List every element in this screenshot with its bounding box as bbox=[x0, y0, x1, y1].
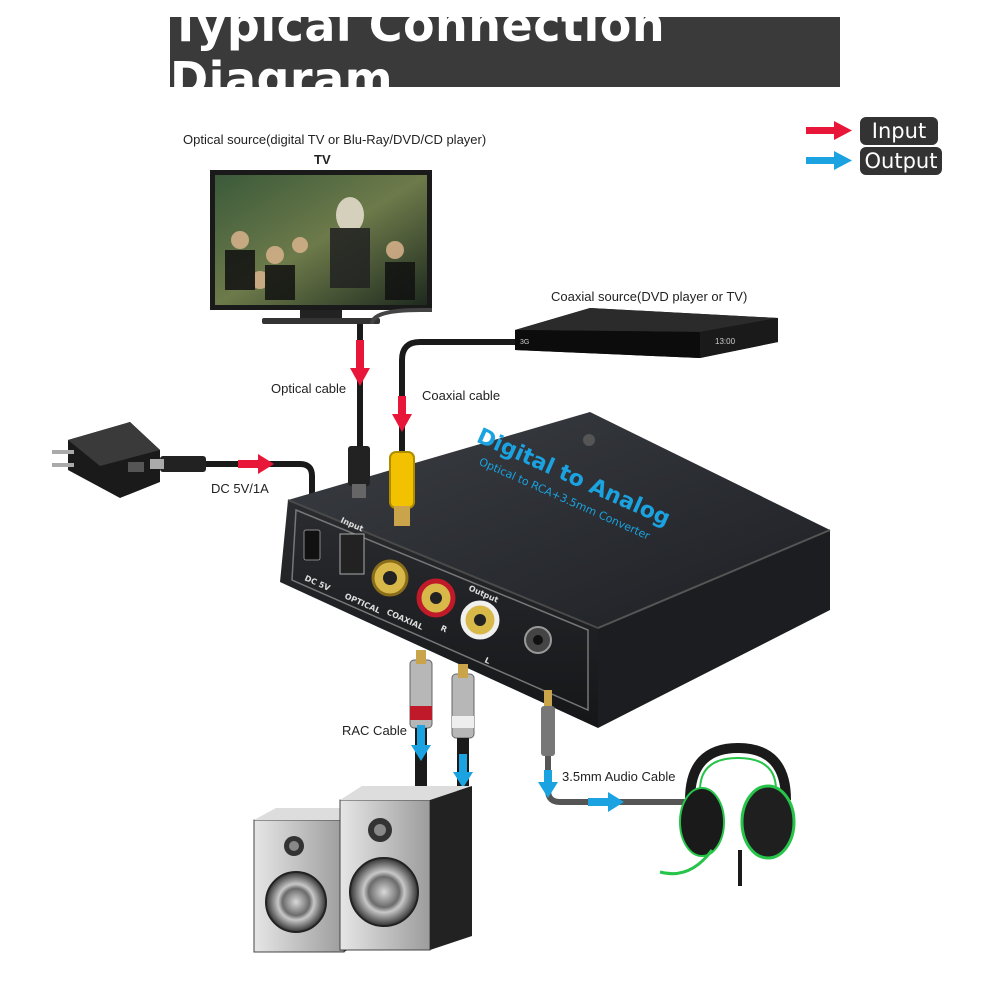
converter-device bbox=[280, 412, 831, 728]
port-label-l: L bbox=[483, 656, 491, 666]
legend-input-label: Input bbox=[860, 117, 938, 145]
speaker-right-icon bbox=[339, 786, 472, 951]
audio-cable-label: 3.5mm Audio Cable bbox=[562, 769, 676, 784]
tv-icon bbox=[210, 170, 432, 324]
legend-output-arrow bbox=[806, 151, 852, 170]
optical-port bbox=[339, 533, 365, 575]
dvd-logo: 3G bbox=[520, 339, 529, 346]
optical-cable-label: Optical cable bbox=[271, 381, 347, 396]
legend-output-label: Output bbox=[860, 147, 942, 175]
coaxial-cable bbox=[399, 339, 515, 455]
tv-label: TV bbox=[314, 152, 331, 167]
optical-input-arrow bbox=[350, 340, 370, 386]
audio-output-arrow-right bbox=[588, 792, 624, 812]
dvd-display: 13:00 bbox=[715, 337, 736, 346]
coaxial-cable-label: Coaxial cable bbox=[422, 388, 501, 403]
rac-output-arrow-right bbox=[453, 754, 473, 788]
coaxial-input-arrow bbox=[392, 396, 412, 432]
legend-input-arrow bbox=[806, 121, 852, 140]
power-input-arrow bbox=[238, 454, 274, 474]
optical-source-label: Optical source(digital TV or Blu-Ray/DVD… bbox=[183, 132, 487, 147]
port-label-r: R bbox=[439, 624, 448, 635]
dc-power-label: DC 5V/1A bbox=[211, 481, 269, 496]
rac-cable-label: RAC Cable bbox=[342, 723, 408, 738]
power-adapter-icon bbox=[52, 422, 160, 498]
rac-output-arrow-left bbox=[411, 725, 431, 761]
audio-output-arrow-down bbox=[538, 770, 558, 798]
headphones-icon bbox=[659, 742, 796, 886]
dvd-player-icon: 3G 13:00 bbox=[515, 308, 778, 358]
coaxial-source-label: Coaxial source(DVD player or TV) bbox=[551, 289, 748, 304]
optical-plug bbox=[348, 446, 370, 498]
dc-port bbox=[303, 529, 321, 561]
coaxial-plug bbox=[389, 451, 415, 526]
